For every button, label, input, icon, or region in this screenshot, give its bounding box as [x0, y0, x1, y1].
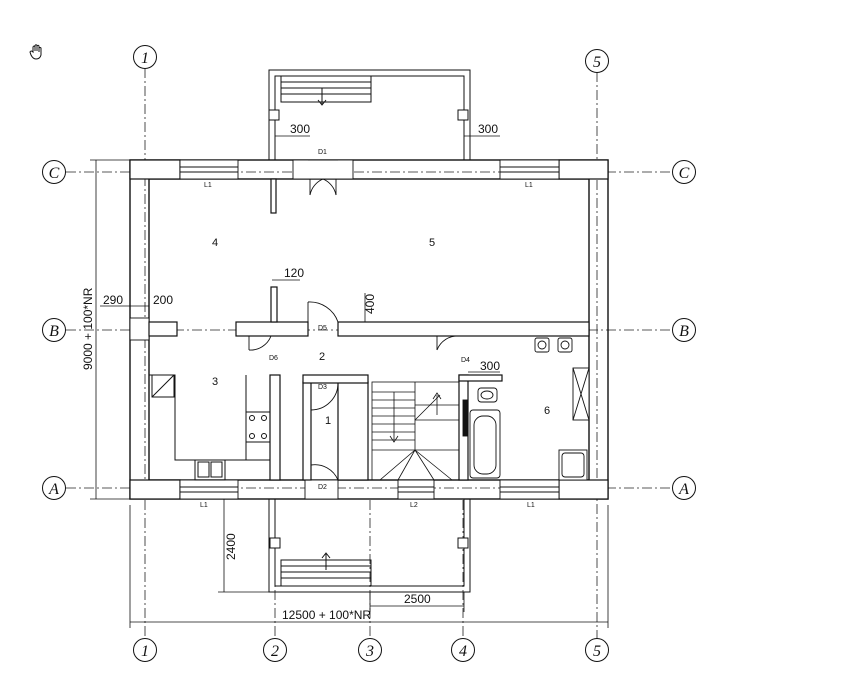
dim-wall-290: 290 [103, 293, 123, 307]
room-label-4: 4 [212, 237, 218, 249]
axis-bubble-right-c: C [672, 160, 696, 184]
svg-text:3: 3 [365, 643, 374, 660]
porch-top [268, 69, 471, 160]
window-label-l2-bottom: L2 [410, 502, 418, 509]
door-label-d1: D1 [318, 149, 327, 156]
dim-wall-120: 120 [284, 266, 304, 280]
window-label-l1-top-right: L1 [525, 182, 533, 189]
dim-wall-400: 400 [363, 294, 377, 314]
grid-lines [66, 68, 672, 640]
dim-bath-300: 300 [480, 359, 500, 373]
axis-bubble-bottom-4: 4 [451, 638, 475, 662]
room-label-1: 1 [325, 415, 331, 427]
axis-bubble-bottom-5: 5 [585, 638, 609, 662]
axis-bubble-right-b: B [672, 318, 696, 342]
dimension-lines [90, 135, 609, 628]
svg-text:5: 5 [593, 54, 601, 71]
svg-text:A: A [678, 481, 689, 498]
interior-walls [148, 178, 590, 481]
window-label-l1-top-left: L1 [204, 182, 212, 189]
svg-text:4: 4 [459, 643, 467, 660]
svg-text:1: 1 [141, 50, 149, 67]
room-label-6: 6 [544, 405, 550, 417]
dim-porch-left: 300 [290, 122, 310, 136]
axis-bubble-bottom-2: 2 [263, 638, 287, 662]
kitchen-counter [149, 374, 271, 481]
staircase [371, 381, 460, 481]
svg-text:B: B [679, 323, 689, 340]
axis-bubble-bottom-3: 3 [358, 638, 382, 662]
window-label-l1-bottom-left: L1 [200, 502, 208, 509]
svg-text:C: C [679, 165, 690, 182]
axis-bubble-top-5: 5 [585, 49, 609, 73]
dim-porch-width: 2500 [404, 592, 431, 606]
dim-wall-200: 200 [153, 293, 173, 307]
hand-pan-icon[interactable] [29, 44, 42, 60]
room-label-3: 3 [212, 376, 218, 388]
door-label-d3: D3 [318, 384, 327, 391]
room-label-2: 2 [319, 351, 325, 363]
porch-bottom [268, 499, 471, 593]
axis-bubble-left-a: A [42, 476, 66, 500]
door-label-d5: D5 [318, 325, 327, 332]
door-label-d2: D2 [318, 484, 327, 491]
windows-bottom [179, 479, 560, 500]
axis-bubble-right-a: A [672, 476, 696, 500]
dim-total-width: 12500 + 100*NR [282, 608, 371, 622]
svg-text:2: 2 [271, 643, 279, 660]
dim-total-height: 9000 + 100*NR [81, 287, 95, 370]
dim-porch-depth: 2400 [224, 533, 238, 560]
room-label-5: 5 [429, 237, 435, 249]
svg-text:C: C [49, 165, 60, 182]
window-label-l1-bottom-right: L1 [527, 502, 535, 509]
windows-sides [129, 317, 150, 341]
corner-posts [129, 159, 609, 500]
door-label-d6: D6 [269, 355, 278, 362]
axis-bubble-top-1: 1 [133, 45, 157, 69]
svg-text:5: 5 [593, 643, 601, 660]
axis-bubble-left-c: C [42, 160, 66, 184]
axis-bubble-bottom-1: 1 [133, 638, 157, 662]
bathroom-fixtures [462, 337, 590, 481]
svg-text:B: B [49, 323, 59, 340]
doors [248, 159, 460, 481]
door-label-d4: D4 [461, 357, 470, 364]
svg-text:A: A [48, 481, 59, 498]
svg-text:1: 1 [141, 643, 149, 660]
axis-bubble-left-b: B [42, 318, 66, 342]
windows-top [179, 159, 560, 180]
dim-porch-right: 300 [478, 122, 498, 136]
